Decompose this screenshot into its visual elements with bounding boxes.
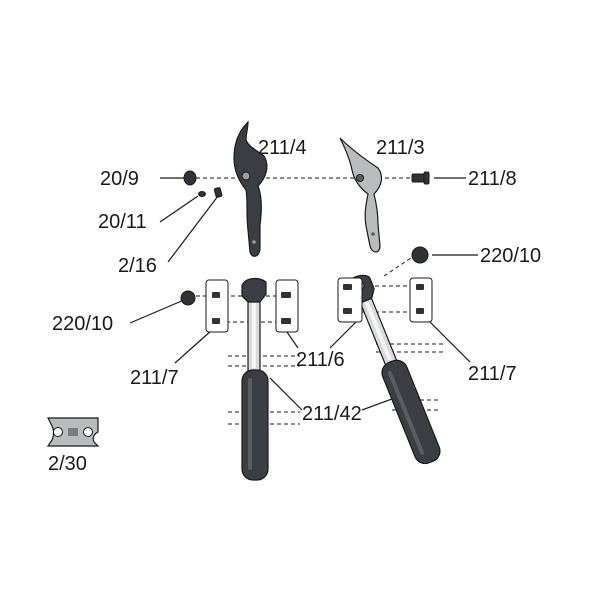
leader-211-7-left [174,329,213,364]
label-211-6: 211/6 [296,349,345,371]
left-grip [241,369,269,481]
right-grip-shade [387,370,425,455]
label-20-11: 20/11 [98,211,147,233]
spring-pin-2-16 [213,187,223,198]
label-211-42: 211/42 [302,403,362,425]
leader-211-6-a [286,331,299,349]
pivot-nut-20-9 [183,170,197,186]
right-handle [346,274,441,465]
left-inner-bracket-211-6 [275,279,299,333]
label-211-7-right: 211/7 [468,363,517,385]
left-tube-highlight [252,298,256,368]
label-220-10-left: 220/10 [52,313,113,335]
leader-220-10-left [129,299,185,324]
label-211-3: 211/3 [376,137,425,159]
part-labels: 20/9 20/11 2/16 211/4 211/3 211/8 220/10… [48,137,541,475]
label-2-16: 2/16 [118,255,157,277]
label-211-4: 211/4 [258,137,307,159]
left-handle [241,277,269,481]
leader-211-42-a [269,377,303,411]
leader-211-7-right [427,319,471,363]
leader-lines [129,177,478,411]
right-outer-bracket-211-7 [409,277,433,323]
end-cap-220-10-right [411,246,429,264]
left-head-block [241,277,267,303]
label-2-30: 2/30 [48,453,87,475]
right-tube-highlight [361,294,392,361]
end-cap-220-10-left [180,290,196,306]
right-cap-axis [383,255,415,277]
wrench-tool-2-30 [46,417,100,447]
right-inner-bracket-211-6 [337,277,363,323]
label-220-10-right: 220/10 [480,245,541,267]
label-211-8: 211/8 [468,168,517,190]
label-20-9: 20/9 [100,168,139,190]
leader-211-6-b [329,319,359,349]
washer-20-11 [198,191,206,197]
light-blade-211-3 [339,137,383,253]
light-blade-pivot-hole [355,173,365,183]
dark-blade-hole-low [252,240,256,244]
left-grip-shade [248,378,252,470]
left-outer-bracket-211-7 [205,279,229,333]
dark-blade-pivot-hole [241,171,251,181]
light-blade-hole-low [371,232,375,236]
leader-20-11 [159,195,199,223]
pivot-bolt-211-8 [411,171,430,185]
leader-2-16 [167,195,219,263]
dark-blade-211-4 [233,120,268,257]
label-211-7-left: 211/7 [130,367,179,389]
